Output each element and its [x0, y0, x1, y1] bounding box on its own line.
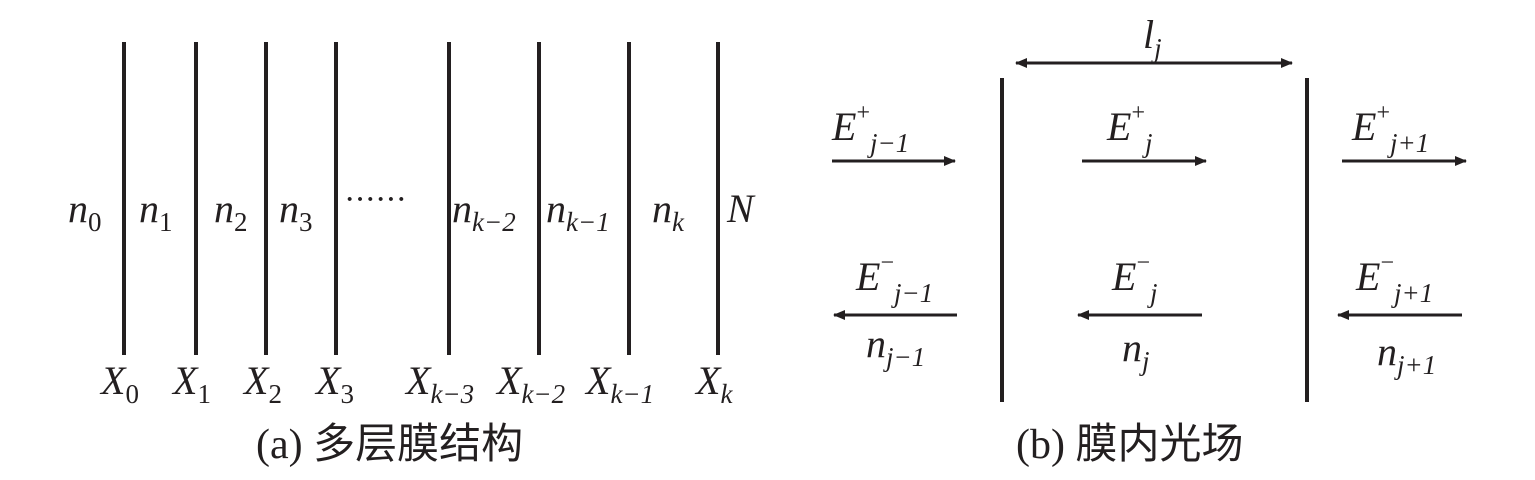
medium-label: n3 — [279, 186, 313, 237]
film-boundaries — [1000, 78, 1309, 402]
index-label: nj+1 — [1377, 329, 1436, 380]
medium-label: n0 — [68, 186, 102, 237]
medium-label: nk−2 — [452, 186, 516, 237]
interface-label: X3 — [314, 358, 354, 409]
interface-lines — [122, 42, 720, 355]
interface-position-labels: X0 X1 X2 X3 Xk−3 Xk−2 Xk−1 Xk — [99, 358, 733, 409]
ellipsis: ······ — [344, 181, 406, 218]
refractive-index-labels: nj−1 nj nj+1 — [866, 321, 1436, 380]
medium-index-labels: n0 n1 n2 n3 ······ nk−2 nk−1 nk N — [68, 181, 756, 237]
caption-b: (b) 膜内光场 — [1016, 422, 1243, 468]
substrate-label: N — [726, 186, 756, 231]
backward-field-label: E−j−1 — [855, 250, 933, 308]
interface-label: Xk−2 — [495, 358, 565, 409]
panel-b: lj E+j−1 E+j E+j+1 E−j−1 E−j E−j+1 nj−1 … — [831, 12, 1467, 468]
interface-label: X0 — [99, 358, 139, 409]
medium-label: nk — [652, 186, 685, 237]
interface-label: Xk−1 — [584, 358, 654, 409]
thickness-label: lj — [1143, 12, 1162, 63]
forward-field-label: E+j−1 — [831, 100, 909, 158]
forward-field-label: E+j+1 — [1351, 100, 1429, 158]
panel-a: n0 n1 n2 n3 ······ nk−2 nk−1 nk N X0 X1 … — [68, 42, 756, 468]
medium-label: n2 — [214, 186, 248, 237]
interface-label: Xk−3 — [404, 358, 474, 409]
interface-label: X2 — [242, 358, 282, 409]
forward-field-label: E+j — [1106, 100, 1153, 158]
backward-field-label: E−j+1 — [1355, 250, 1433, 308]
index-label: nj — [1122, 325, 1150, 376]
forward-field-labels: E+j−1 E+j E+j+1 — [831, 100, 1429, 158]
backward-field-labels: E−j−1 E−j E−j+1 — [855, 250, 1433, 308]
medium-label: n1 — [139, 186, 173, 237]
backward-field-label: E−j — [1111, 250, 1158, 308]
interface-label: X1 — [171, 358, 211, 409]
index-label: nj−1 — [866, 321, 925, 372]
interface-label: Xk — [694, 358, 733, 409]
caption-a: (a) 多层膜结构 — [256, 422, 523, 468]
medium-label: nk−1 — [546, 186, 610, 237]
